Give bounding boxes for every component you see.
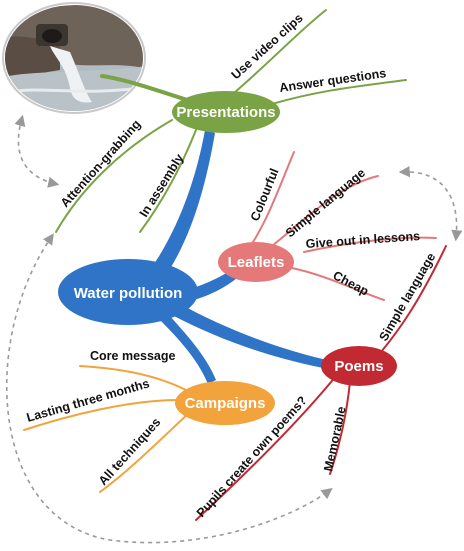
- item-all-techniques: All techniques: [96, 415, 164, 488]
- node-poems[interactable]: Poems: [321, 346, 397, 386]
- leaflets-branches: [247, 151, 437, 301]
- node-poems-label: Poems: [334, 358, 383, 375]
- node-water-pollution-label: Water pollution: [74, 285, 183, 302]
- node-campaigns-label: Campaigns: [185, 395, 266, 412]
- sewage-outfall-photo: [2, 2, 146, 114]
- node-water-pollution[interactable]: Water pollution: [58, 259, 198, 325]
- item-leaflet-simple-language: Simple language: [283, 166, 368, 241]
- item-in-assembly: In assembly: [137, 151, 187, 219]
- item-attention-grabbing: Attention-grabbing: [58, 117, 144, 210]
- item-core-message: Core message: [90, 349, 176, 363]
- item-lasting-three-months: Lasting three months: [25, 376, 151, 425]
- node-leaflets-label: Leaflets: [228, 254, 285, 271]
- node-leaflets[interactable]: Leaflets: [218, 242, 294, 282]
- node-campaigns[interactable]: Campaigns: [175, 381, 275, 425]
- node-presentations[interactable]: Presentations: [172, 91, 280, 133]
- item-cheap: Cheap: [331, 268, 372, 298]
- node-presentations-label: Presentations: [176, 104, 275, 121]
- campaigns-branches: [23, 365, 191, 493]
- dashed-connectors: [6, 114, 463, 544]
- item-give-out-in-lessons: Give out in lessons: [305, 229, 420, 251]
- item-memorable: Memorable: [321, 405, 348, 473]
- item-poem-simple-language: Simple language: [376, 250, 438, 343]
- poems-branches: [195, 245, 447, 521]
- item-use-video-clips: Use video clips: [229, 11, 306, 82]
